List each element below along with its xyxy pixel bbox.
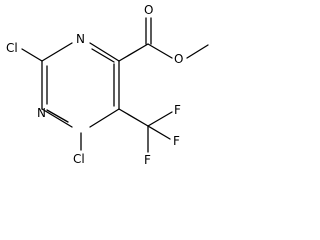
atom-cl-top: Cl: [6, 41, 18, 55]
atom-f-right: F: [173, 134, 180, 148]
bond-carbonyl-o-ester: [147, 43, 173, 59]
bond-c5-cf3: [118, 108, 149, 127]
bond-o-methyl: [186, 44, 209, 59]
bond-c5-c4: [89, 108, 120, 128]
bond-c4-n3-inner: [46, 109, 69, 123]
bond-n1-c6-inner: [91, 48, 115, 63]
bond-n1-c6: [89, 42, 120, 62]
atom-labels: Cl N N N N N N Cl O O F F F: [6, 3, 183, 167]
bond-c2-n1: [41, 42, 73, 62]
bond-cf3-f-right: [147, 125, 171, 140]
atom-f-bottom: F: [144, 153, 151, 167]
substituent-bonds: [21, 17, 209, 153]
bond-cf3-f-top: [147, 111, 173, 127]
atom-n1: N: [76, 32, 85, 46]
atom-o-ester: O: [174, 52, 183, 66]
bond-c2-cl: [21, 48, 43, 62]
atom-o-carbonyl: O: [144, 3, 153, 17]
atom-n-ring-lower: N: [37, 106, 46, 120]
atom-cl-bottom: Cl: [73, 152, 85, 166]
atom-f-top: F: [174, 103, 181, 117]
pyrimidine-ring: [41, 42, 120, 128]
bond-c4-n3: [41, 108, 73, 128]
chemical-structure-diagram: Cl N N N N N N Cl O O F F F: [6, 3, 209, 167]
bond-c6-carbonyl: [118, 43, 149, 62]
